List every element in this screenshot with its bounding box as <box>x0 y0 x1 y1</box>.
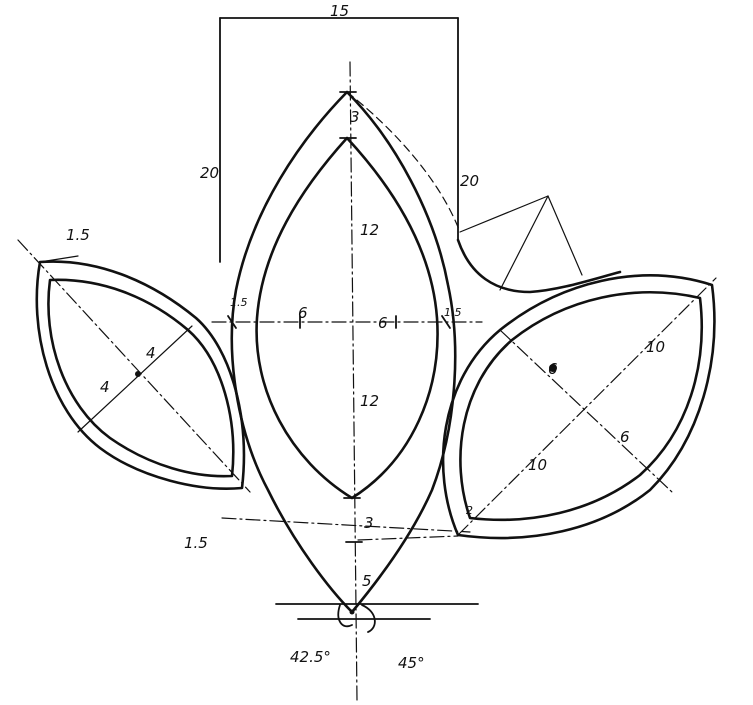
right-leaf <box>441 274 717 540</box>
label-center-upper-half: 12 <box>360 221 379 239</box>
label-stem: 5 <box>362 572 372 590</box>
label-right-height: 20 <box>460 172 479 190</box>
center-leaf-inner <box>255 136 439 500</box>
center-leaf-outer <box>230 90 457 614</box>
leader-line-3 <box>499 195 549 291</box>
label-right-leaf-half-width-a: 6 <box>548 360 558 378</box>
label-center-margin-right: 1.5 <box>444 306 462 319</box>
label-right-leaf-half-width-b: 6 <box>620 428 630 446</box>
center-axis <box>349 61 358 701</box>
label-center-top-gap: 3 <box>350 108 360 126</box>
label-center-half-width-left: 6 <box>298 304 308 322</box>
label-right-leaf-tip-mark: 2 <box>466 504 473 517</box>
tick-marks <box>227 91 451 543</box>
angle-arc-left <box>337 604 353 628</box>
leader-line <box>459 195 549 233</box>
label-center-half-width-right: 6 <box>378 314 388 332</box>
label-angle-left: 42.5° <box>290 648 331 666</box>
label-center-bottom-gap: 3 <box>364 514 374 532</box>
label-left-leaf-half-b: 4 <box>100 378 110 396</box>
label-left-leaf-half-a: 4 <box>146 344 156 362</box>
left-leaf <box>17 239 251 493</box>
left-leaf-center-dot <box>135 371 141 377</box>
center-leaf-guide <box>346 91 461 233</box>
label-center-margin-left: 1.5 <box>230 296 248 309</box>
label-left-leaf-tip-margin: 1.5 <box>66 226 90 244</box>
base-lines <box>221 517 479 620</box>
label-center-lower-half: 12 <box>360 392 379 410</box>
leader-line-2 <box>547 195 583 276</box>
connector-curve <box>456 238 622 294</box>
label-top-width: 15 <box>330 2 349 20</box>
right-leaf-dot <box>549 364 557 372</box>
label-left-leaf-bottom-margin: 1.5 <box>184 534 208 552</box>
label-left-height: 20 <box>200 164 219 182</box>
angle-arc-right <box>361 604 376 633</box>
label-right-leaf-half-length-a: 10 <box>646 338 665 356</box>
label-right-leaf-half-length-b: 10 <box>528 456 547 474</box>
base-point <box>349 609 355 615</box>
dimension-frame <box>219 17 459 263</box>
label-angle-right: 45° <box>398 654 425 672</box>
